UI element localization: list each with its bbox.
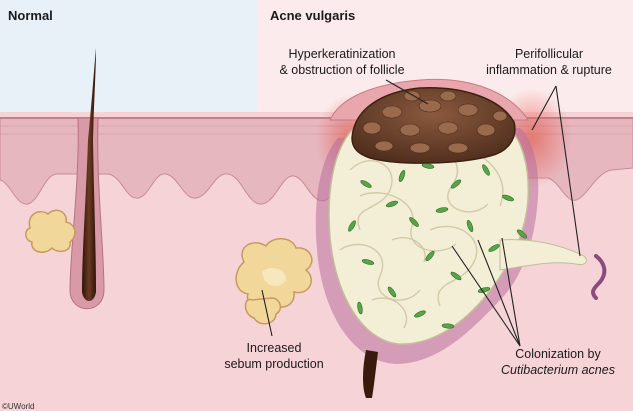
- bacterium: [450, 271, 462, 281]
- bacterium: [488, 244, 500, 252]
- header-acne-vulgaris: Acne vulgaris: [270, 8, 356, 23]
- sky-normal: [0, 0, 258, 120]
- leader-colonization-1: [451, 245, 521, 347]
- leader-colonization-3: [501, 237, 521, 347]
- bacterium: [466, 220, 474, 232]
- bacterium: [361, 259, 375, 265]
- normal-hair-shaft: [82, 48, 96, 301]
- bacterium: [516, 229, 528, 239]
- enlarged-sebaceous-gland: [235, 238, 313, 325]
- bacterium: [477, 287, 491, 293]
- header-normal: Normal: [8, 8, 53, 23]
- keratin-plug: [351, 87, 516, 164]
- bacterium: [435, 207, 449, 213]
- label-perifollicular: Perifollicular inflammation & rupture: [486, 47, 612, 77]
- leader-perifollicular-1: [531, 85, 557, 131]
- bacterium: [360, 180, 372, 188]
- sebum-swirls: [339, 146, 504, 329]
- lesion-hair-shaft: [363, 350, 378, 398]
- bacterium: [414, 310, 426, 318]
- leader-lines: [261, 79, 581, 347]
- bacterium: [441, 323, 455, 329]
- bacterium: [348, 220, 356, 232]
- leader-colonization-2: [477, 239, 521, 347]
- bacterium: [357, 301, 363, 315]
- label-colonization: Colonization by Cutibacterium acnes: [501, 347, 615, 377]
- bacteria-cluster: [348, 163, 528, 329]
- leader-perifollicular-2: [555, 85, 581, 257]
- bacterium: [409, 217, 419, 227]
- ruptured-wall-fragment: [591, 254, 607, 300]
- extruded-sebum: [499, 239, 587, 271]
- bacterium: [482, 164, 490, 176]
- bacterium: [398, 170, 406, 182]
- label-hyperkeratinization: Hyperkeratinization & obstruction of fol…: [279, 47, 405, 77]
- leader-hyperkeratinization: [385, 79, 429, 105]
- leader-sebum: [261, 289, 273, 337]
- copyright-credit: ©UWorld: [2, 402, 35, 411]
- bacterium: [421, 163, 435, 169]
- bacterium: [502, 194, 514, 202]
- bacterium: [387, 286, 397, 298]
- bacterium: [450, 179, 462, 189]
- label-sebum-production: Increased sebum production: [224, 341, 324, 371]
- bacterium: [386, 200, 398, 208]
- bacterium: [425, 250, 435, 262]
- normal-sebaceous-gland: [25, 209, 76, 253]
